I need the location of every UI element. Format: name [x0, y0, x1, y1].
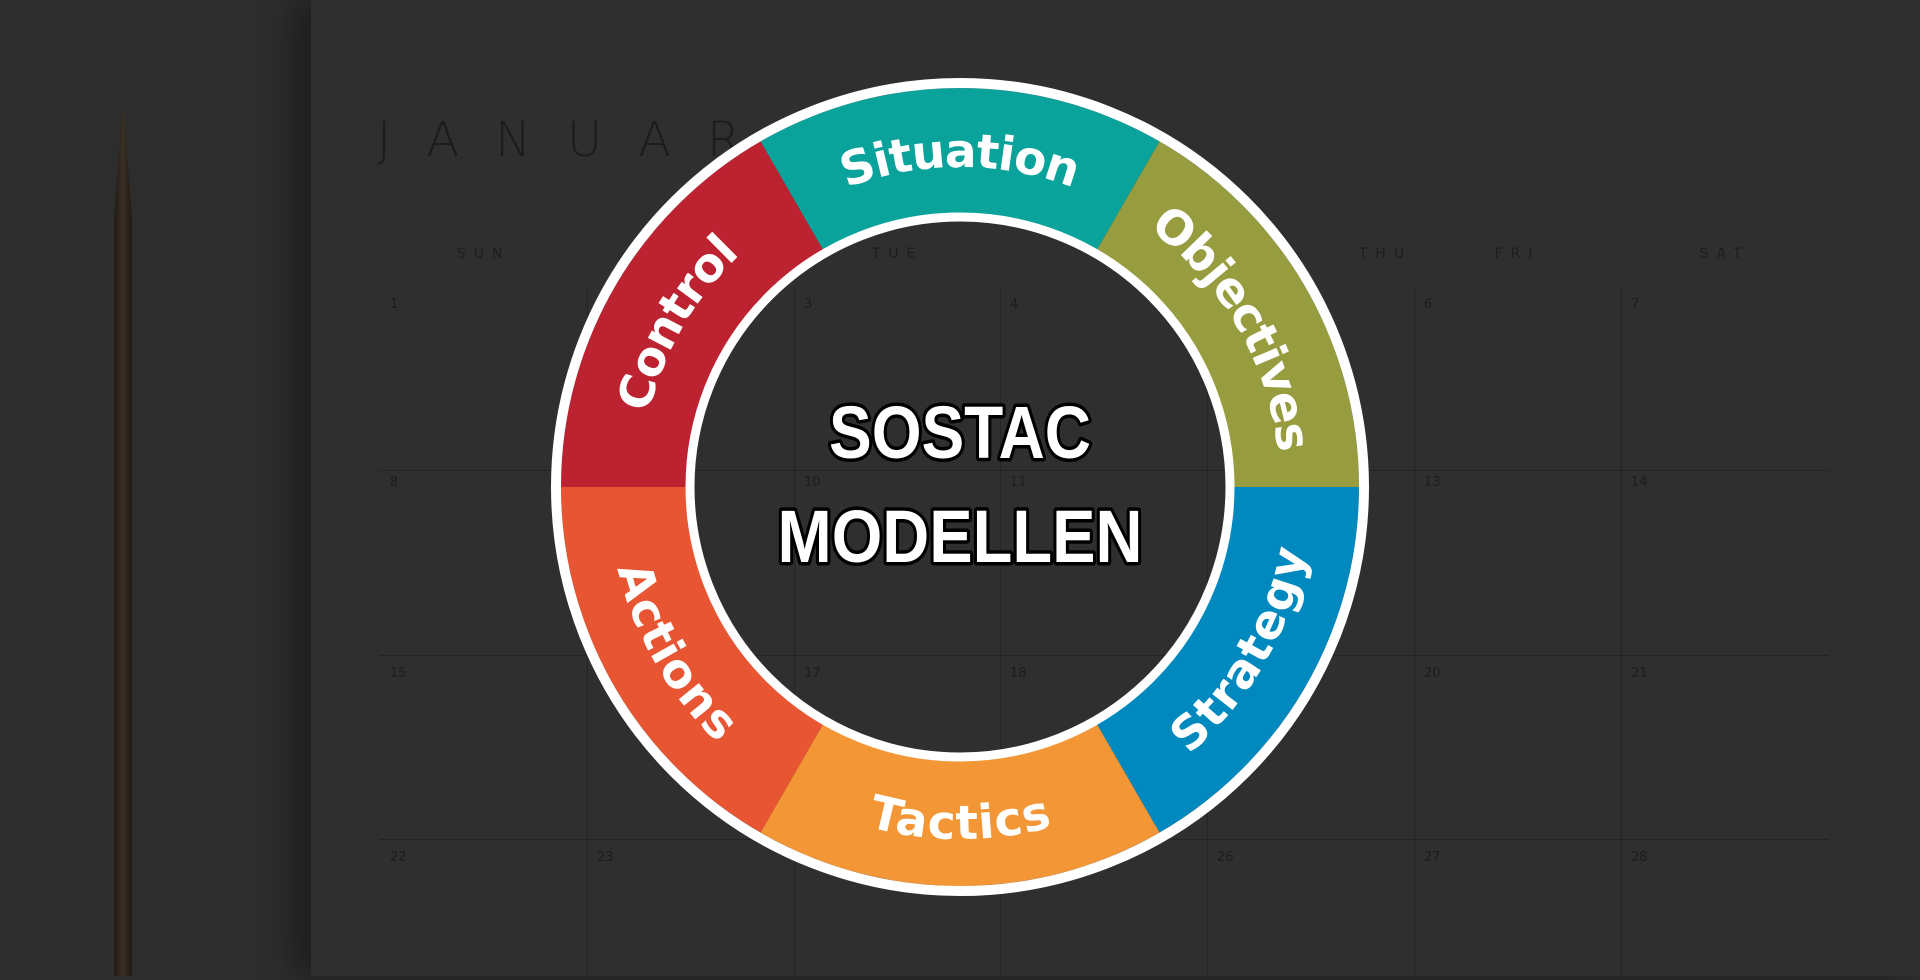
calendar-date: 3 [804, 297, 813, 312]
calendar-date: 17 [804, 666, 821, 681]
segment-actions [561, 487, 823, 833]
day-header: SUN [456, 246, 511, 262]
calendar-date: 28 [1631, 850, 1648, 865]
day-header: FRI [1494, 246, 1541, 262]
day-header: THU [1358, 246, 1413, 262]
grid-line [380, 655, 1828, 656]
calendar-date: 10 [804, 475, 821, 490]
calendar-date: 20 [1424, 666, 1441, 681]
segment-tactics [760, 724, 1160, 886]
segment-strategy [1097, 487, 1359, 833]
grid-line [1000, 288, 1001, 976]
calendar-date: 14 [1631, 475, 1648, 490]
diagram-title-line1: SOSTAC [829, 391, 1091, 474]
grid-line [1414, 288, 1415, 976]
inner-ring-border [685, 212, 1235, 762]
calendar-date: 1 [390, 297, 399, 312]
grid-line [1621, 288, 1622, 976]
calendar-date: 4 [1010, 297, 1019, 312]
diagram-title-line2: MODELLEN [778, 495, 1143, 578]
segment-situation [760, 88, 1160, 250]
calendar-date: 13 [1424, 475, 1441, 490]
calendar-date: 11 [1010, 475, 1027, 490]
segment-control [561, 141, 823, 487]
day-header: SAT [1699, 246, 1750, 262]
outer-ring-border [551, 78, 1369, 896]
calendar-month: JANUAR [377, 112, 777, 168]
segment-objectives [1097, 141, 1359, 487]
calendar-date: 23 [597, 850, 614, 865]
calendar-date: 18 [1010, 666, 1027, 681]
grid-line [380, 470, 1828, 471]
calendar-date: 22 [390, 850, 407, 865]
calendar-date: 27 [1424, 850, 1441, 865]
day-header: TUE [871, 246, 924, 262]
grid-line [794, 288, 795, 976]
calendar-date: 21 [1631, 666, 1648, 681]
calendar-date: 6 [1424, 297, 1433, 312]
pencil-image [112, 108, 134, 976]
calendar-date: 8 [390, 475, 399, 490]
calendar-date: 7 [1631, 297, 1640, 312]
calendar-date: 15 [390, 666, 407, 681]
calendar-date: 26 [1217, 850, 1234, 865]
